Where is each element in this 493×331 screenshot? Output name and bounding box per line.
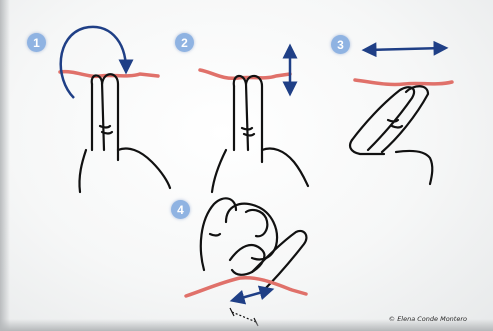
step-4-badge: 4 bbox=[171, 200, 190, 219]
step-3-badge: 3 bbox=[331, 35, 350, 54]
step-3-hand bbox=[350, 86, 432, 184]
step-1-illustration bbox=[60, 27, 170, 192]
step-2-badge: 2 bbox=[175, 33, 194, 52]
screen-edge-shadow-bottom bbox=[0, 319, 493, 331]
step-3-thread bbox=[355, 80, 452, 85]
curved-arrow-icon bbox=[61, 27, 126, 98]
step-1-hand bbox=[79, 74, 170, 192]
step-4-illustration bbox=[186, 198, 306, 326]
step-2-illustration bbox=[200, 48, 308, 192]
step-4-thread bbox=[186, 278, 306, 296]
double-diagonal-arrow-icon bbox=[234, 290, 270, 300]
step-1-badge: 1 bbox=[27, 33, 46, 52]
double-horizontal-arrow-icon bbox=[366, 48, 444, 50]
screen-edge-shadow-left bbox=[0, 0, 10, 331]
step-3-illustration bbox=[350, 48, 452, 184]
step-2-hand bbox=[212, 76, 308, 192]
step-2-thread bbox=[200, 70, 290, 78]
